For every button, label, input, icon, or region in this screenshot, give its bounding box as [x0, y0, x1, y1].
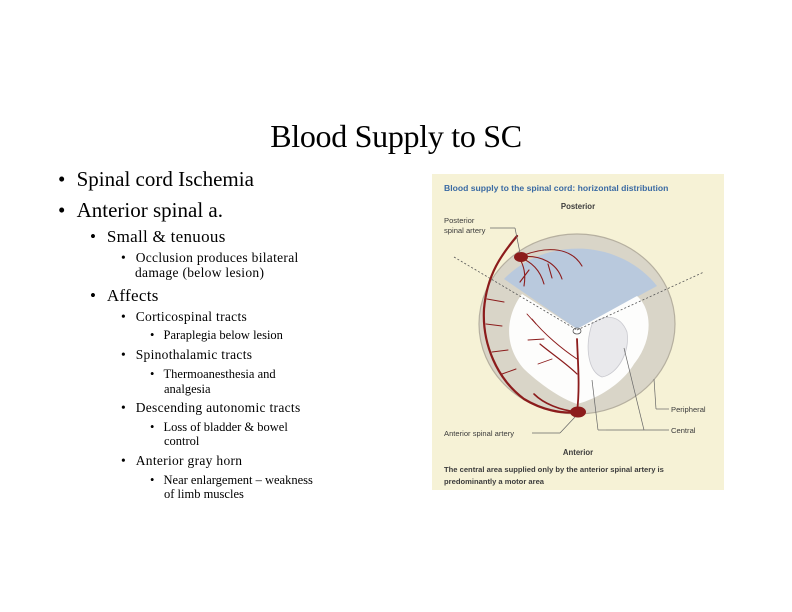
bullet-glyph: • — [121, 453, 127, 468]
bullet-glyph: • — [58, 167, 66, 191]
bullet-glyph: • — [150, 367, 155, 381]
bullet-small-tenuous: • Small & tenuous — [90, 227, 226, 247]
figure-title: Blood supply to the spinal cord: horizon… — [444, 183, 668, 193]
sulcal-artery — [576, 338, 580, 413]
bullet-corticospinal: • Corticospinal tracts — [121, 309, 247, 324]
leader-line — [623, 347, 645, 431]
bullet-text: Spinal cord Ischemia — [76, 167, 254, 191]
bullet-text: Spinothalamic tracts — [135, 347, 253, 362]
bullet-glyph: • — [90, 227, 97, 246]
bullet-limb-weakness: • Near enlargement – weakness — [150, 473, 313, 487]
bullet-bladder-bowel: • Loss of bladder & bowel — [150, 420, 288, 434]
artery-branch — [539, 343, 578, 375]
figure-caption-line1: The central area supplied only by the an… — [444, 465, 664, 474]
bullet-text: Corticospinal tracts — [135, 309, 248, 324]
bullet-thermoanesthesia: • Thermoanesthesia and — [150, 367, 276, 381]
anterior-spinal-artery-dot — [570, 406, 586, 418]
vasocorona-artery — [482, 234, 579, 414]
label-central: Central — [671, 426, 696, 435]
bullet-descending-autonomic: • Descending autonomic tracts — [121, 400, 301, 415]
dashed-line-right — [576, 271, 705, 331]
bullet-text-line1: Loss of bladder & bowel — [163, 420, 288, 434]
label-anterior-spinal-artery: Anterior spinal artery — [444, 429, 514, 438]
leader-line — [591, 379, 599, 431]
bullet-text: Affects — [106, 286, 159, 305]
bullet-limb-weakness-line2: of limb muscles — [164, 487, 244, 501]
posterior-branches — [518, 249, 583, 287]
bullet-occlusion-line2: damage (below lesion) — [135, 265, 265, 280]
bullet-spinothalamic: • Spinothalamic tracts — [121, 347, 252, 362]
bullet-glyph: • — [150, 328, 155, 342]
perforating-branches — [485, 298, 517, 375]
bullet-glyph: • — [90, 286, 97, 305]
bullet-glyph: • — [150, 420, 155, 434]
bullet-glyph: • — [150, 473, 155, 487]
bullet-bladder-bowel-line2: control — [164, 434, 200, 448]
leader-line — [653, 378, 657, 410]
bullet-text: Anterior gray horn — [135, 453, 243, 468]
artery-branch — [526, 313, 553, 365]
bullet-text: Paraplegia below lesion — [163, 328, 283, 342]
bullet-glyph: • — [121, 347, 127, 362]
bullet-glyph: • — [121, 309, 127, 324]
posterior-spinal-artery-dot — [514, 252, 528, 262]
bullet-anterior-spinal-artery: • Anterior spinal a. — [58, 198, 223, 223]
bullet-glyph: • — [121, 250, 127, 265]
bullet-affects: • Affects — [90, 286, 159, 306]
gray-horn — [587, 316, 628, 378]
bullet-text: Anterior spinal a. — [76, 198, 223, 222]
bullet-text: Small & tenuous — [106, 227, 226, 246]
label-posterior-spinal-artery-line2: spinal artery — [444, 226, 486, 235]
bullet-anterior-gray-horn: • Anterior gray horn — [121, 453, 242, 468]
slide-title: Blood Supply to SC — [270, 118, 522, 154]
posterior-region — [504, 248, 657, 329]
bullet-glyph: • — [58, 198, 66, 222]
label-peripheral: Peripheral — [671, 405, 706, 414]
label-posterior-spinal-artery-line1: Posterior — [444, 216, 475, 225]
bullet-thermoanesthesia-line2: analgesia — [164, 382, 211, 396]
leader-line — [559, 416, 576, 434]
bullet-text-line1: Occlusion produces bilateral — [135, 250, 299, 265]
bullet-paraplegia: • Paraplegia below lesion — [150, 328, 283, 342]
label-posterior: Posterior — [561, 202, 595, 211]
bullet-glyph: • — [121, 400, 127, 415]
spinal-cord-cross-section — [453, 233, 705, 415]
figure-caption-line2: predominantly a motor area — [444, 477, 545, 486]
arteries — [482, 234, 583, 414]
bullet-occlusion: • Occlusion produces bilateral — [121, 250, 299, 265]
bullet-spinal-cord-ischemia: • Spinal cord Ischemia — [58, 167, 254, 192]
label-anterior: Anterior — [563, 448, 593, 457]
central-canal — [572, 327, 582, 335]
bullet-text-line1: Thermoanesthesia and — [163, 367, 276, 381]
leader-line — [514, 227, 521, 254]
spinal-cord-blood-supply-figure: Blood supply to the spinal cord: horizon… — [432, 174, 724, 490]
bullet-text-line1: Near enlargement – weakness — [163, 473, 313, 487]
bullet-text: Descending autonomic tracts — [135, 400, 301, 415]
